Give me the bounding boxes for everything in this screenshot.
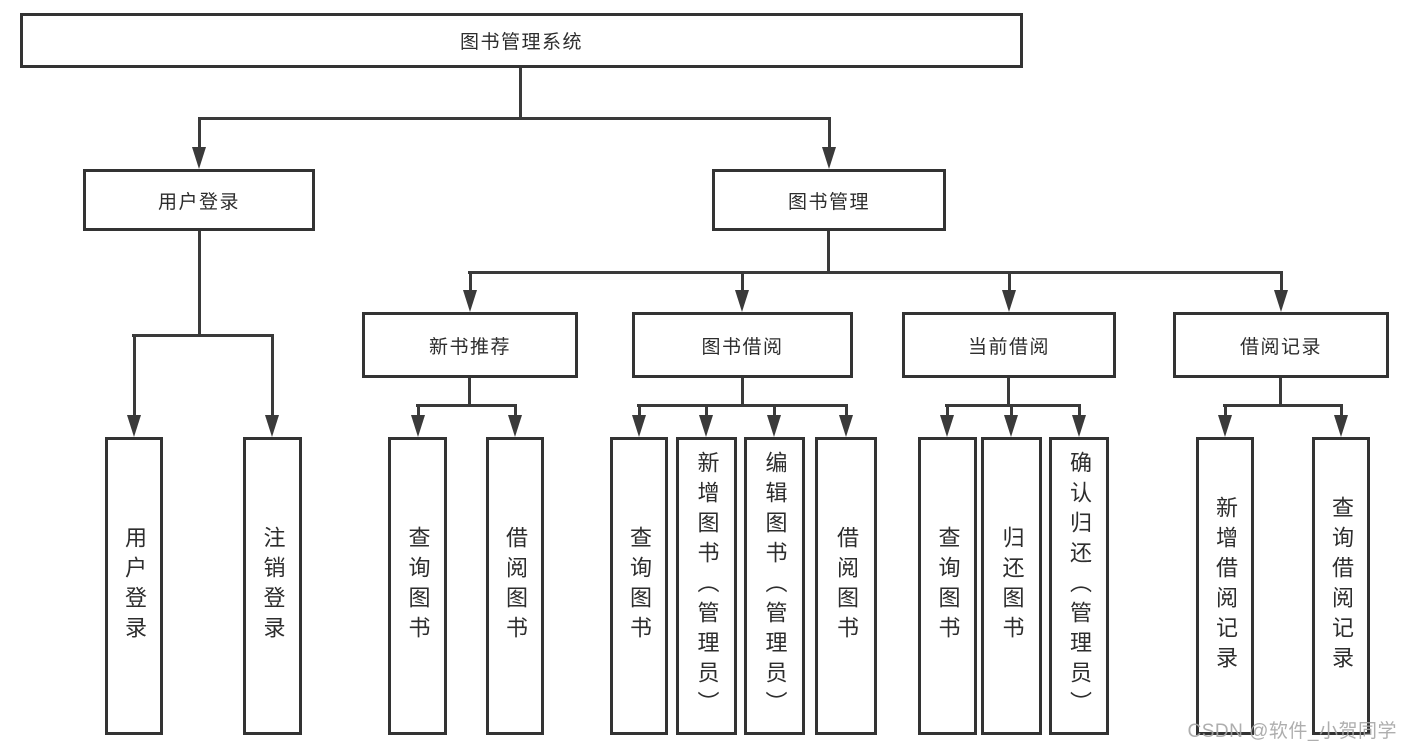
arrow-down-icon (127, 415, 141, 437)
connector-line (271, 334, 274, 417)
connector-line (514, 404, 517, 417)
leaf-query-borrow-record: 查询借阅记录 (1312, 437, 1370, 735)
leaf-user-login: 用户登录 (105, 437, 163, 735)
leaf-query-book-borrow: 查询图书 (610, 437, 668, 735)
node-new-book-recommend: 新书推荐 (362, 312, 578, 378)
leaf-query-book-recommend: 查询图书 (388, 437, 447, 735)
leaf-return-book: 归还图书 (981, 437, 1042, 735)
arrow-down-icon (1002, 290, 1016, 312)
leaf-query-book-borrow-label: 查询图书 (627, 526, 652, 646)
connector-line (741, 378, 744, 405)
connector-line (773, 404, 776, 417)
connector-line (1340, 404, 1343, 417)
leaf-query-book-recommend-label: 查询图书 (405, 526, 431, 646)
connector-line (945, 404, 1081, 407)
arrow-down-icon (1274, 290, 1288, 312)
connector-line (519, 66, 522, 118)
arrow-down-icon (1004, 415, 1018, 437)
leaf-add-book-admin: 新增图书（管理员） (676, 437, 737, 735)
connector-line (741, 271, 744, 292)
arrow-down-icon (411, 415, 425, 437)
connector-line (416, 404, 517, 407)
connector-line (133, 334, 136, 417)
leaf-add-borrow-record-label: 新增借阅记录 (1213, 496, 1238, 676)
connector-line (946, 404, 949, 417)
leaf-logout: 注销登录 (243, 437, 302, 735)
connector-line (845, 404, 848, 417)
connector-line (417, 404, 420, 417)
leaf-edit-book-admin: 编辑图书（管理员） (744, 437, 805, 735)
node-borrow-record: 借阅记录 (1173, 312, 1389, 378)
connector-line (705, 404, 708, 417)
leaf-borrow-book-label: 借阅图书 (834, 526, 859, 646)
connector-line (132, 334, 274, 337)
leaf-borrow-book: 借阅图书 (815, 437, 877, 735)
leaf-user-login-label: 用户登录 (122, 526, 147, 646)
arrow-down-icon (632, 415, 646, 437)
arrow-down-icon (940, 415, 954, 437)
arrow-down-icon (735, 290, 749, 312)
leaf-add-book-admin-label: 新增图书（管理员） (694, 451, 720, 721)
connector-line (468, 378, 471, 405)
connector-line (638, 404, 641, 417)
connector-line (827, 231, 830, 272)
leaf-borrow-book-recommend-label: 借阅图书 (503, 526, 528, 646)
node-root: 图书管理系统 (20, 13, 1023, 68)
connector-line (1007, 378, 1010, 405)
arrow-down-icon (1334, 415, 1348, 437)
leaf-edit-book-admin-label: 编辑图书（管理员） (762, 451, 788, 721)
connector-line (637, 404, 848, 407)
connector-line (198, 231, 201, 335)
arrow-down-icon (822, 147, 836, 169)
csdn-watermark: CSDN @软件_小贺同学 (1187, 721, 1397, 742)
connector-line (1224, 404, 1227, 417)
arrow-down-icon (1072, 415, 1086, 437)
arrow-down-icon (699, 415, 713, 437)
leaf-query-book-current: 查询图书 (918, 437, 977, 735)
node-book-borrow: 图书借阅 (632, 312, 853, 378)
connector-line (1280, 271, 1283, 292)
leaf-return-book-label: 归还图书 (999, 526, 1025, 646)
connector-line (1010, 404, 1013, 417)
connector-line (1223, 404, 1343, 407)
connector-line (469, 271, 472, 292)
leaf-query-borrow-record-label: 查询借阅记录 (1329, 496, 1354, 676)
connector-line (1279, 378, 1282, 405)
leaf-query-book-current-label: 查询图书 (935, 526, 961, 646)
connector-line (468, 271, 1283, 274)
arrow-down-icon (508, 415, 522, 437)
node-current-borrow: 当前借阅 (902, 312, 1116, 378)
node-user-login: 用户登录 (83, 169, 315, 231)
arrow-down-icon (839, 415, 853, 437)
connector-line (828, 117, 831, 149)
arrow-down-icon (265, 415, 279, 437)
connector-line (198, 117, 201, 149)
leaf-logout-label: 注销登录 (260, 526, 286, 646)
arrow-down-icon (767, 415, 781, 437)
connector-line (1078, 404, 1081, 417)
connector-line (198, 117, 831, 120)
node-book-management: 图书管理 (712, 169, 946, 231)
arrow-down-icon (463, 290, 477, 312)
leaf-confirm-return-admin: 确认归还（管理员） (1049, 437, 1109, 735)
leaf-add-borrow-record: 新增借阅记录 (1196, 437, 1254, 735)
arrow-down-icon (192, 147, 206, 169)
connector-line (1008, 271, 1011, 292)
leaf-confirm-return-admin-label: 确认归还（管理员） (1067, 451, 1092, 721)
leaf-borrow-book-recommend: 借阅图书 (486, 437, 544, 735)
arrow-down-icon (1218, 415, 1232, 437)
